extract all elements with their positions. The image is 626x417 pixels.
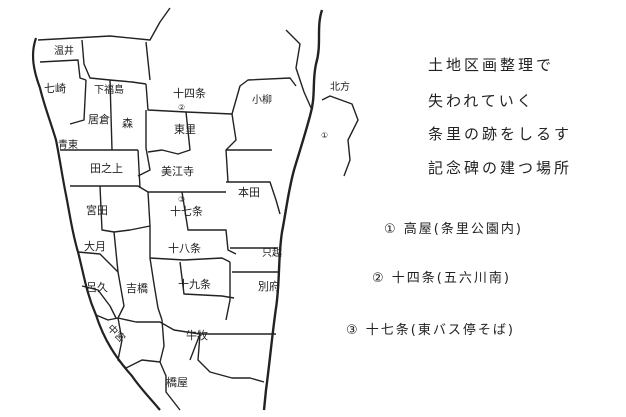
district-shichizaki: 七崎 <box>44 81 66 95</box>
site-marker-1: ① <box>321 131 328 140</box>
district-jushijo: 十四条 <box>173 86 206 100</box>
site-entry-2: ② 十四条(五六川南) <box>372 267 511 286</box>
east-river-line <box>262 9 324 411</box>
district-kaigoe: 只越 <box>262 246 282 259</box>
district-jushichijo: 十七条 <box>170 204 203 218</box>
district-higashisato: 東里 <box>174 123 196 136</box>
site-number-1: ① <box>384 222 398 237</box>
district-beppu: 別府 <box>258 279 280 293</box>
district-kokura: 居倉 <box>88 112 110 126</box>
district-ho: 呂久 <box>86 281 108 294</box>
site-marker-2: ② <box>178 103 185 112</box>
west-coast-line <box>31 37 161 411</box>
district-jukujo: 十九条 <box>178 277 211 291</box>
site-text-3: 十七条(東バス停そば) <box>365 323 515 338</box>
map-title-line-3: 条里の跡をしるす <box>428 125 573 143</box>
district-onsen: 温井 <box>54 44 74 57</box>
district-komayanagi: 小柳 <box>252 93 272 106</box>
district-juhachijo: 十八条 <box>168 241 201 255</box>
map-title-line-2: 失われていく <box>428 92 535 110</box>
site-entry-1: ① 高屋(条里公園内) <box>384 218 523 237</box>
site-number-3: ③ <box>346 323 360 338</box>
district-ushimaki: 牛牧 <box>186 328 208 342</box>
site-entry-3: ③ 十七条(東バス停そば) <box>346 319 515 338</box>
site-marker-3: ③ <box>178 195 185 204</box>
district-hashiya: 橋屋 <box>166 375 188 389</box>
site-text-2: 十四条(五六川南) <box>391 271 511 286</box>
district-mori: 森 <box>122 116 133 130</box>
district-yoshibashi: 吉橋 <box>126 281 148 295</box>
district-miyata: 宮田 <box>86 203 108 217</box>
district-shimoshigeru: 下福島 <box>94 83 124 96</box>
district-aoto: 青東 <box>58 138 78 151</box>
map-title-line-1: 土地区画整理で <box>428 56 555 74</box>
district-ozuki: 大月 <box>84 239 106 253</box>
district-mieji: 美江寺 <box>161 165 194 178</box>
west-boundary <box>37 7 171 41</box>
north-east-area <box>285 29 313 111</box>
district-honden: 本田 <box>238 185 260 199</box>
map-title-line-4: 記念碑の建つ場所 <box>428 159 573 177</box>
site-number-2: ② <box>372 271 386 286</box>
kitagata-area <box>321 95 359 177</box>
site-text-1: 高屋(条里公園内) <box>403 222 523 237</box>
district-kitagata: 北方 <box>330 80 350 93</box>
district-tanoue: 田之上 <box>90 161 123 175</box>
